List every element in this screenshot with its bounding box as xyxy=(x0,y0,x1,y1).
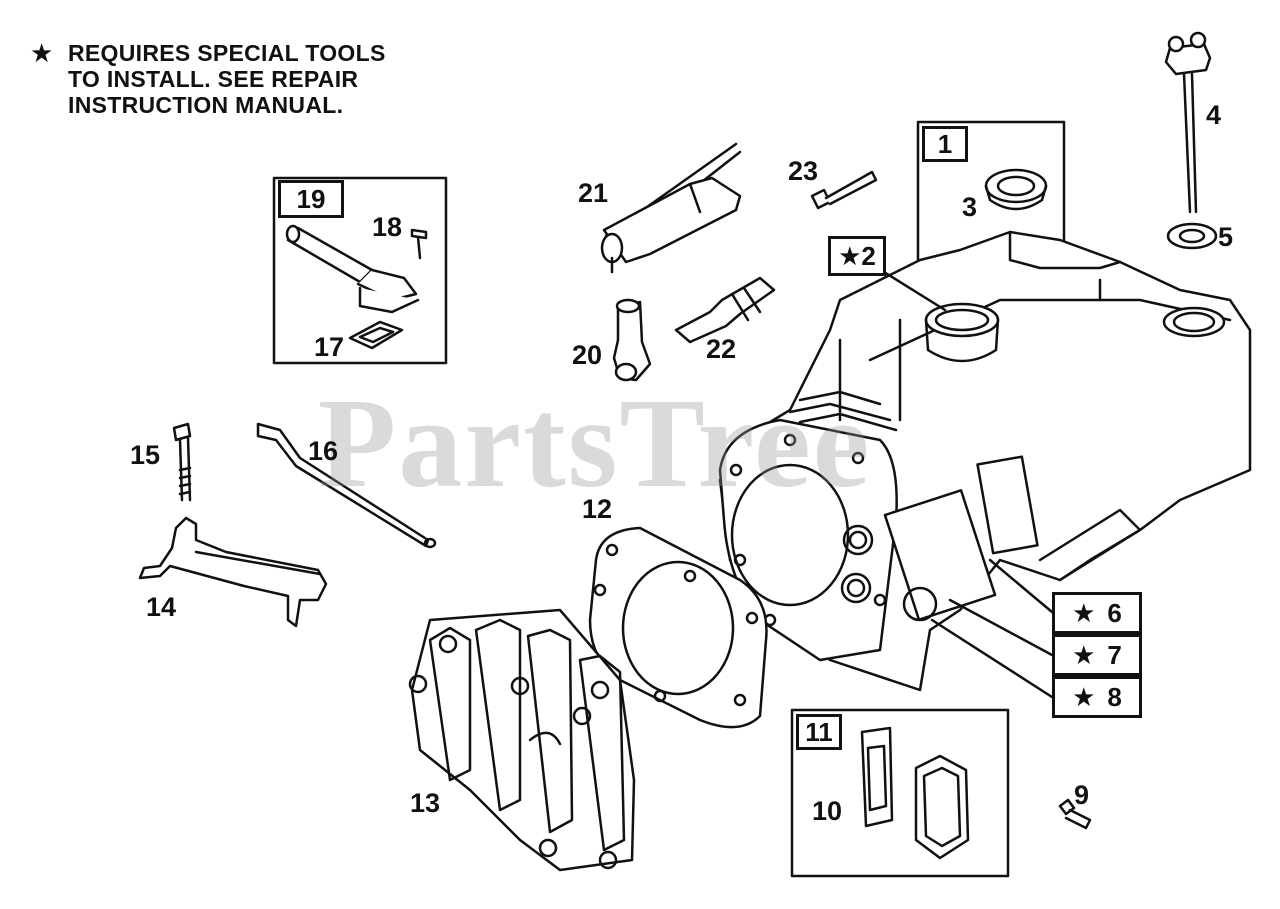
bolt-15-part xyxy=(172,422,192,442)
callout-box-8: ★8 xyxy=(1052,676,1142,718)
callout-5: 5 xyxy=(1218,222,1234,252)
callout-9: 9 xyxy=(1074,780,1090,810)
bracket-14-part xyxy=(138,516,328,628)
callout-14: 14 xyxy=(146,592,177,622)
washer-5-part xyxy=(1166,222,1218,250)
star-icon: ★ xyxy=(30,38,54,68)
callout-16: 16 xyxy=(308,436,339,466)
note-line-1: REQUIRES SPECIAL TOOLS xyxy=(68,40,386,66)
callout-box-7: ★7 xyxy=(1052,634,1142,676)
callout-box-1: 1 xyxy=(922,126,968,162)
callout-22: 22 xyxy=(706,334,737,364)
gasket-17-part xyxy=(348,320,404,350)
screw-18-part xyxy=(410,228,428,240)
callout-23: 23 xyxy=(788,156,819,186)
star-icon: ★ xyxy=(1072,639,1096,670)
gasket-10-part xyxy=(860,726,894,828)
callout-17: 17 xyxy=(314,332,345,362)
note-line-2: TO INSTALL. SEE REPAIR xyxy=(68,66,359,92)
plate-10-part xyxy=(914,754,970,860)
seal-3-part xyxy=(984,168,1048,204)
callout-4: 4 xyxy=(1206,100,1222,130)
callout-3: 3 xyxy=(962,192,978,222)
cylinder-head-13-part xyxy=(408,608,636,872)
star-icon: ★ xyxy=(838,240,862,271)
callout-15: 15 xyxy=(130,440,161,470)
star-icon: ★ xyxy=(1072,597,1096,628)
callout-box-11: 11 xyxy=(796,714,842,750)
tube-19-part xyxy=(286,226,374,284)
engine-block-part xyxy=(718,230,1252,692)
star-icon: ★ xyxy=(1072,681,1096,712)
callout-13: 13 xyxy=(410,788,441,818)
rod-16-part xyxy=(256,422,430,548)
inset-11-frame xyxy=(790,708,1010,878)
callout-12: 12 xyxy=(582,494,613,524)
elbow-20-part xyxy=(612,300,652,382)
callout-10: 10 xyxy=(812,796,843,826)
callout-20: 20 xyxy=(572,340,603,370)
callout-21: 21 xyxy=(578,178,609,208)
callout-box-6: ★6 xyxy=(1052,592,1142,634)
inset-19-frame xyxy=(272,176,448,365)
callout-box-19: 19 xyxy=(278,180,344,218)
special-tools-note: ★ REQUIRES SPECIAL TOOLS TO INSTALL. SEE… xyxy=(30,40,386,118)
callout-18: 18 xyxy=(372,212,403,242)
note-line-3: INSTRUCTION MANUAL. xyxy=(68,92,344,118)
callout-box-2: ★2 xyxy=(828,236,886,276)
